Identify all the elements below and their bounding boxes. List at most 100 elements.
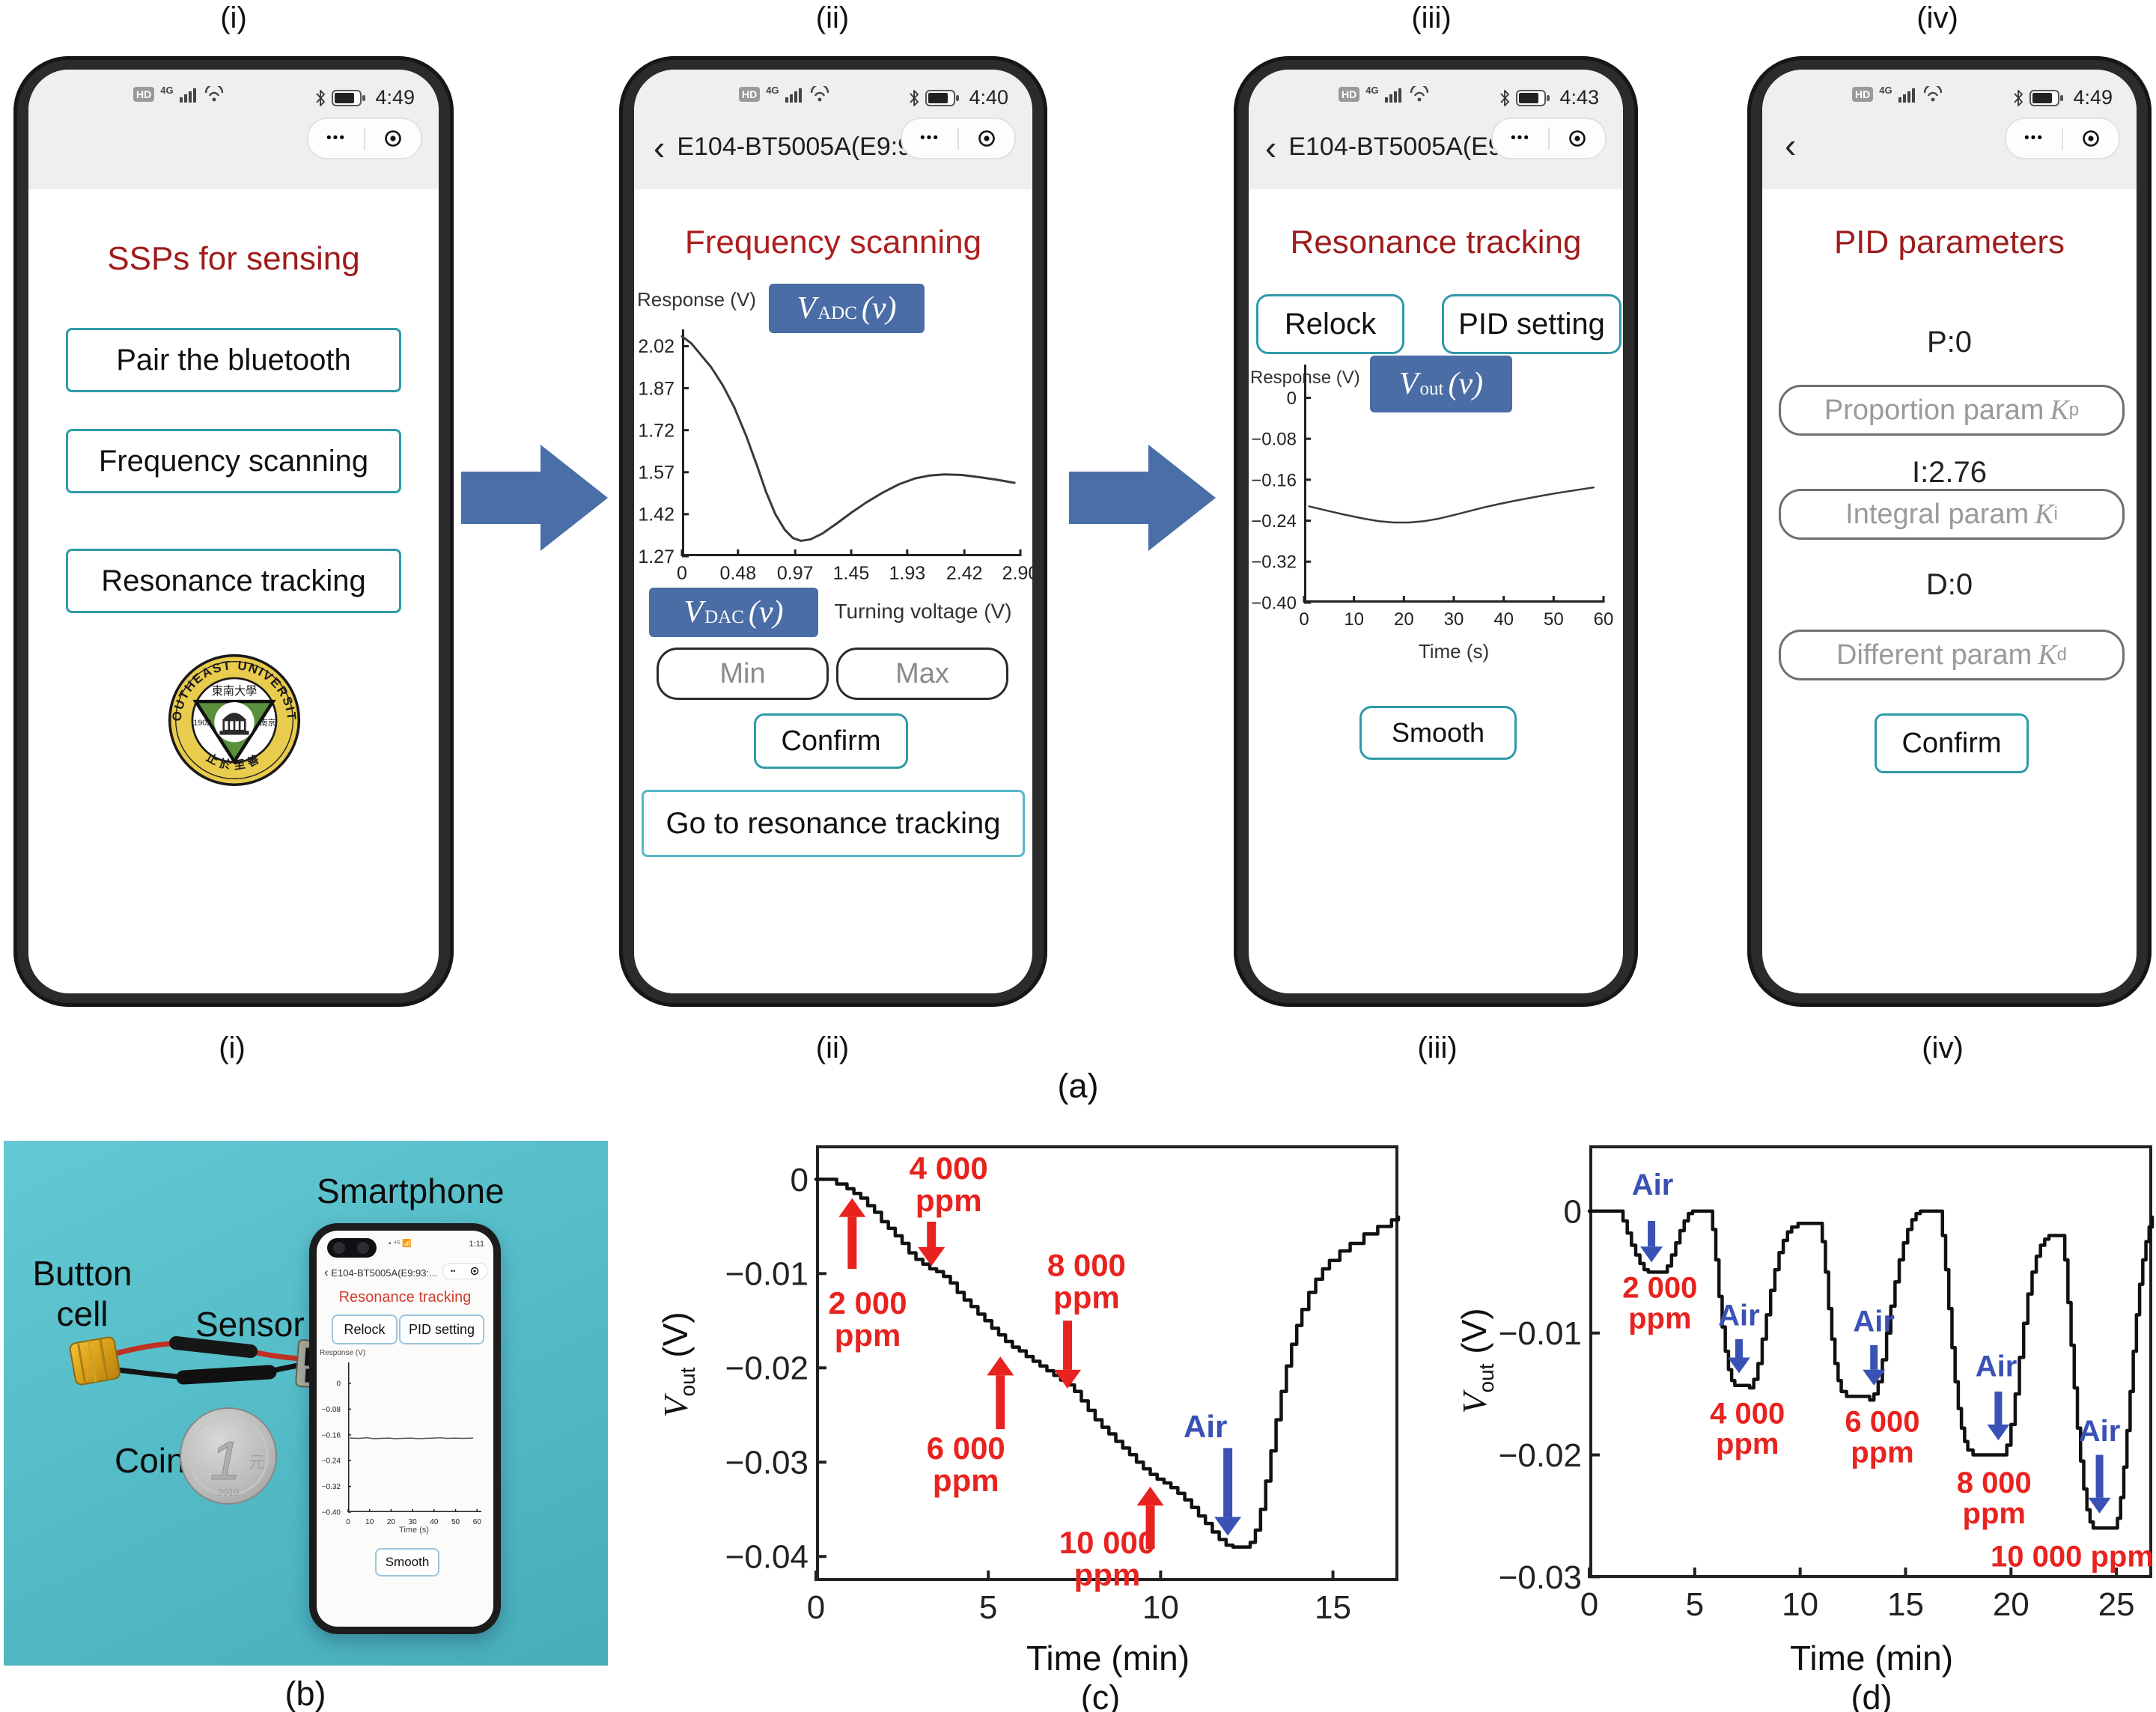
- svg-text:0: 0: [1580, 1586, 1598, 1623]
- svg-text:−0.02: −0.02: [725, 1350, 808, 1387]
- mini-pid-button[interactable]: PID setting: [399, 1315, 484, 1344]
- panel-d-y-label: Vout (V): [1454, 1308, 1499, 1414]
- status-bar: HD 4G 4:49 •••: [28, 70, 439, 189]
- bluetooth-icon: [2014, 89, 2023, 106]
- svg-text:20: 20: [387, 1518, 396, 1526]
- svg-text:−0.24: −0.24: [322, 1457, 341, 1466]
- x-axis-label: Time (s): [1418, 640, 1490, 662]
- signal-bars-icon: [179, 88, 196, 103]
- svg-text:50: 50: [451, 1518, 460, 1526]
- smooth-button[interactable]: Smooth: [1359, 706, 1517, 760]
- x-axis-label: Turning voltage (V): [834, 600, 1012, 623]
- panel-d-x-label: Time (min): [1789, 1639, 1954, 1678]
- goto-resonance-button[interactable]: Go to resonance tracking: [642, 790, 1025, 857]
- svg-text:−0.04: −0.04: [725, 1539, 808, 1576]
- svg-text:10: 10: [1344, 609, 1364, 630]
- more-options-icon[interactable]: •••: [326, 130, 346, 146]
- close-target-icon[interactable]: [959, 129, 1014, 148]
- status-left-icons: HD 4G: [133, 85, 225, 103]
- bottom-label-i: (i): [219, 1032, 246, 1064]
- panel-c-x-label: Time (min): [1026, 1639, 1190, 1678]
- svg-text:南京: 南京: [260, 718, 275, 728]
- relock-button[interactable]: Relock: [1256, 294, 1404, 354]
- miniprogram-capsule: •••: [1491, 118, 1607, 159]
- svg-text:1.87: 1.87: [638, 378, 674, 399]
- top-label-iii: (iii): [1411, 1, 1452, 34]
- more-options-icon[interactable]: ••: [450, 1267, 456, 1275]
- signal-bars-icon: [1898, 88, 1915, 103]
- mini-relock-button[interactable]: Relock: [332, 1315, 398, 1344]
- svg-text:−0.01: −0.01: [725, 1256, 808, 1293]
- svg-text:5: 5: [1686, 1586, 1704, 1623]
- flow-arrow-icon: [461, 445, 608, 551]
- svg-text:1.42: 1.42: [638, 505, 674, 526]
- frequency-scanning-button[interactable]: Frequency scanning: [66, 429, 401, 493]
- hd-icon: HD: [1852, 87, 1874, 102]
- svg-text:−0.03: −0.03: [1499, 1559, 1582, 1596]
- battery-icon: [2029, 89, 2064, 106]
- top-label-ii: (ii): [815, 1, 850, 34]
- back-icon[interactable]: ‹: [1785, 126, 1797, 165]
- svg-text:10: 10: [365, 1518, 374, 1526]
- coin-label: Coin: [115, 1441, 186, 1480]
- svg-text:10: 10: [1782, 1586, 1818, 1623]
- back-icon[interactable]: ‹: [324, 1265, 329, 1279]
- resonance-tracking-button[interactable]: Resonance tracking: [66, 549, 401, 613]
- close-target-icon[interactable]: [470, 1267, 479, 1276]
- svg-text:−0.02: −0.02: [1499, 1437, 1582, 1474]
- svg-text:−0.08: −0.08: [322, 1406, 341, 1414]
- max-button[interactable]: Max: [836, 648, 1008, 700]
- svg-text:40: 40: [430, 1518, 439, 1526]
- more-options-icon[interactable]: •••: [920, 130, 940, 146]
- mini-status-icons: ▪ ⁴ᴳ 📶: [389, 1240, 412, 1248]
- back-icon[interactable]: ‹: [1265, 127, 1277, 167]
- bluetooth-icon: [316, 89, 326, 106]
- min-button[interactable]: Min: [657, 648, 829, 700]
- button-cell-label: Button cell: [32, 1254, 133, 1333]
- mini-x-axis-label: Time (s): [399, 1526, 429, 1535]
- svg-text:2.42: 2.42: [946, 563, 983, 584]
- svg-text:0: 0: [807, 1589, 825, 1626]
- more-options-icon[interactable]: •••: [1511, 130, 1530, 146]
- confirm-button[interactable]: Confirm: [754, 713, 908, 769]
- svg-text:0: 0: [1287, 389, 1297, 409]
- svg-text:1: 1: [210, 1431, 240, 1491]
- pair-bluetooth-button[interactable]: Pair the bluetooth: [66, 328, 401, 392]
- i-value-label: I:2.76: [1911, 456, 1988, 489]
- svg-text:2.90: 2.90: [1002, 563, 1032, 584]
- bottom-label-ii: (ii): [815, 1032, 850, 1064]
- miniprogram-capsule: •••: [901, 118, 1016, 159]
- mini-smooth-button[interactable]: Smooth: [375, 1548, 439, 1577]
- phone-iv: HD 4G 4:49 ‹ •••: [1747, 56, 2152, 1007]
- svg-text:−0.40: −0.40: [322, 1509, 341, 1517]
- close-target-icon[interactable]: [2063, 129, 2119, 148]
- close-target-icon[interactable]: [365, 129, 421, 148]
- svg-text:20: 20: [1394, 609, 1414, 630]
- page-title: Frequency scanning: [684, 224, 982, 261]
- pid-setting-button[interactable]: PID setting: [1442, 294, 1621, 354]
- more-options-icon[interactable]: •••: [2024, 130, 2044, 146]
- close-target-icon[interactable]: [1550, 129, 1605, 148]
- svg-text:50: 50: [1544, 609, 1564, 630]
- svg-text:−0.16: −0.16: [1251, 470, 1297, 490]
- page-title: PID parameters: [1833, 224, 2065, 261]
- back-icon[interactable]: ‹: [654, 127, 666, 167]
- svg-text:0: 0: [346, 1518, 350, 1526]
- confirm-button[interactable]: Confirm: [1875, 713, 2029, 773]
- phone-ii: HD 4G 4:40 ‹ E104-BT5005A(E9:93:... •••: [619, 56, 1047, 1007]
